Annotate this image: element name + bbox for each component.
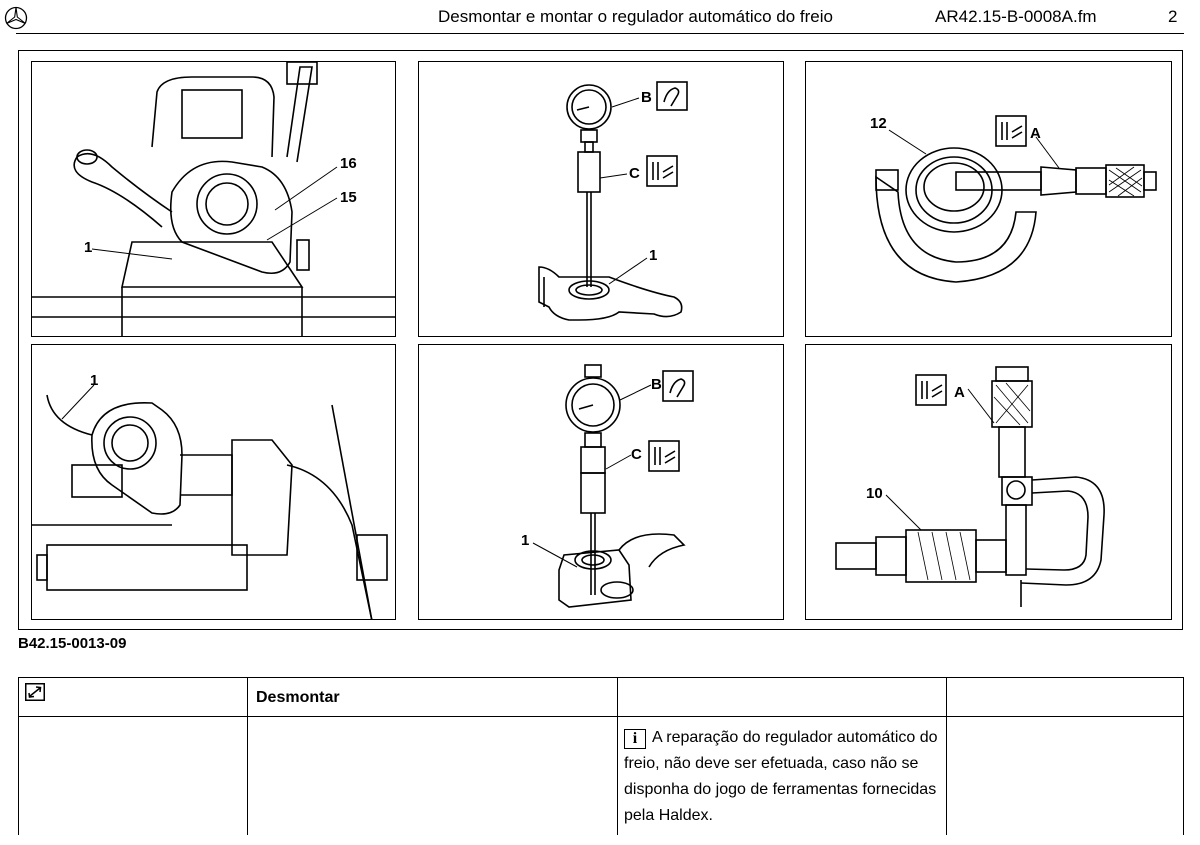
callout-C: C	[631, 446, 642, 463]
wrench-gauge-icon-glyph	[1001, 122, 1023, 140]
dial-gauge-drawing: B C 1	[538, 81, 688, 321]
wrench-gauge-icon	[995, 115, 1027, 147]
callout-12: 12	[870, 115, 887, 132]
callout-A: A	[1030, 125, 1041, 142]
expand-arrows-icon	[25, 683, 45, 701]
slack-adjuster-in-vise-drawing: 1 16 15	[32, 62, 395, 336]
slack-adjuster-on-axle-drawing: 1	[32, 372, 388, 619]
figure-panel-1: 1 16 15	[31, 61, 396, 337]
document-title: Desmontar e montar o regulador automátic…	[438, 7, 833, 26]
callout-1: 1	[521, 532, 529, 549]
callout-1: 1	[84, 239, 92, 256]
callout-10: 10	[866, 485, 883, 502]
table-cell	[18, 677, 248, 717]
wrench-gauge-icon	[646, 155, 678, 187]
tool-icon	[662, 370, 694, 402]
figure-panel-3: 12 A	[805, 61, 1172, 337]
micrometer-ring-drawing: 12 A	[870, 115, 1157, 283]
callout-C: C	[629, 165, 640, 182]
tool-icon-glyph	[669, 378, 686, 398]
wrench-gauge-icon-glyph	[654, 447, 676, 465]
micrometer-worm-drawing: A 10	[835, 366, 1105, 607]
callout-B: B	[651, 376, 662, 393]
figure-frame: 1 16 15	[18, 50, 1183, 630]
info-icon: i	[624, 729, 646, 749]
table-row: Desmontar	[18, 677, 1184, 717]
table-cell	[617, 677, 947, 717]
figure-panel-6: A 10	[805, 344, 1172, 620]
wrench-gauge-icon	[915, 374, 947, 406]
info-note-text: A reparação do regulador automático do f…	[624, 729, 938, 824]
table-cell	[946, 716, 1184, 835]
tool-icon-glyph	[663, 87, 680, 107]
table-cell: Desmontar	[247, 677, 618, 717]
page-header: Desmontar e montar o regulador automátic…	[0, 0, 1200, 34]
wrench-gauge-icon-glyph	[921, 381, 943, 399]
figure-panel-5: B C 1	[418, 344, 784, 620]
dial-gauge-drawing-2: B C 1	[521, 364, 694, 608]
figure-panel-4: 1	[31, 344, 396, 620]
file-name: AR42.15-B-0008A.fm	[935, 7, 1097, 26]
callout-A: A	[954, 384, 965, 401]
callout-15: 15	[340, 189, 357, 206]
figure-code: B42.15-0013-09	[18, 635, 127, 652]
page-number: 2	[1168, 7, 1178, 26]
wrench-gauge-icon-glyph	[652, 162, 674, 180]
section-heading: Desmontar	[256, 689, 340, 706]
callout-16: 16	[340, 155, 357, 172]
table-cell	[247, 716, 618, 835]
header-rule	[16, 33, 1184, 34]
figure-panel-2: B C 1	[418, 61, 784, 337]
callout-B: B	[641, 89, 652, 106]
wrench-gauge-icon	[648, 440, 680, 472]
table-cell	[18, 716, 248, 835]
callout-1: 1	[649, 247, 657, 264]
star-logo-icon	[4, 6, 28, 30]
callout-1: 1	[90, 372, 98, 389]
table-cell	[946, 677, 1184, 717]
tool-icon	[656, 81, 688, 111]
